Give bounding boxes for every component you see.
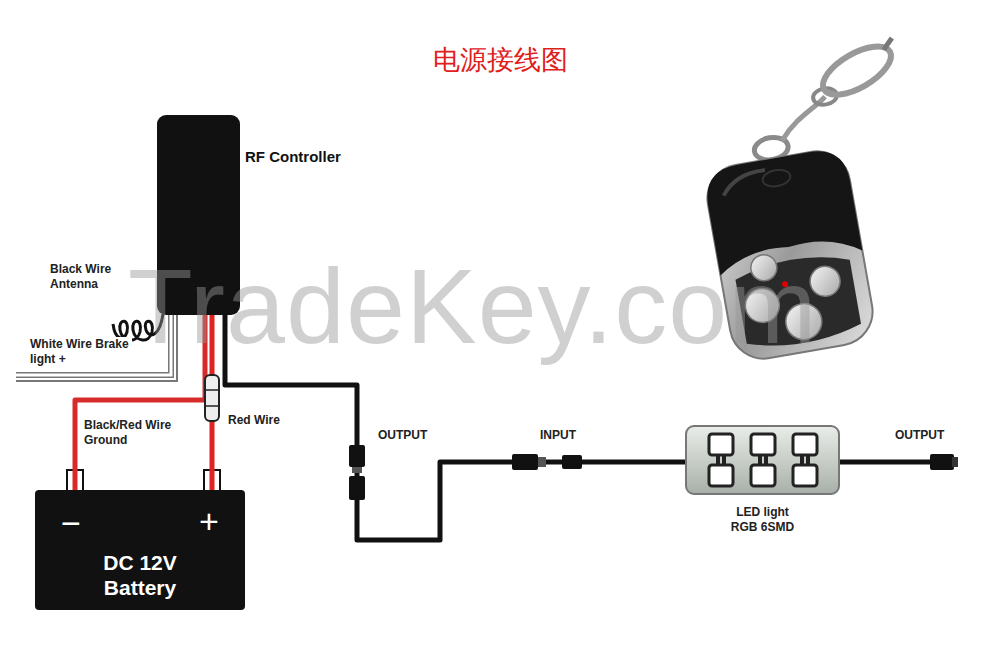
remote-key-fob: [702, 146, 878, 364]
brake-wire: [16, 314, 171, 375]
output-plug: [349, 476, 365, 500]
led-module-node: LED light RGB 6SMD: [685, 425, 840, 495]
terminal-sign: −: [61, 504, 81, 543]
led-output-plug: [930, 454, 954, 470]
brake-wire: [16, 314, 177, 381]
input-plug: [512, 454, 538, 470]
terminal-sign: +: [199, 502, 219, 541]
led-chip: [751, 465, 775, 486]
rf-controller-node: RF Controller: [157, 115, 240, 315]
diagram-title: 电源接线图: [0, 44, 1000, 76]
battery-terminal: [67, 470, 220, 492]
remote-key-fob: [882, 38, 894, 50]
led-module-body: [685, 425, 840, 495]
wire-label: Red Wire: [226, 413, 282, 428]
remote-key-fob: [761, 168, 791, 189]
led-output-plug: [952, 457, 958, 467]
led-pad: [806, 456, 810, 464]
remote-key-fob: [782, 281, 789, 288]
output-plug: [349, 445, 365, 500]
remote-key-fob: [743, 286, 782, 325]
inline-fuse: [205, 389, 219, 391]
led-pad: [716, 456, 720, 464]
remote-key-fob: [816, 37, 899, 104]
led-label: LED light RGB 6SMD: [725, 505, 800, 535]
remote-key-fob: [783, 301, 825, 343]
input-plug: [512, 454, 582, 470]
led-chips: [687, 427, 838, 493]
input-plug: [562, 455, 582, 469]
remote-key-fob: [734, 250, 863, 353]
brake-wire: [16, 314, 171, 375]
rf-controller-body: [157, 115, 240, 315]
remote-key-fob: [685, 35, 945, 364]
led-chip: [709, 434, 733, 455]
led-pad: [722, 456, 726, 464]
connector-label: OUTPUT: [376, 428, 429, 443]
input-plug: [538, 457, 546, 467]
led-pad: [800, 456, 804, 464]
wire-label: White Wire Brake light +: [28, 337, 132, 367]
wire-label: Black Wire Antenna: [48, 262, 134, 292]
led-pad: [764, 456, 768, 464]
connector-label: OUTPUT: [893, 428, 946, 443]
battery-label: DC 12V Battery: [75, 550, 205, 600]
led-output-plug: [840, 460, 934, 465]
wire-label: Black/Red Wire Ground: [82, 418, 204, 448]
output-plug: [349, 445, 365, 467]
connector-label: INPUT: [538, 428, 578, 443]
output-plug: [352, 467, 362, 473]
led-output-plug: [840, 454, 958, 470]
inline-fuse: [205, 375, 219, 421]
battery-node: − + DC 12V Battery: [35, 490, 245, 610]
output-wire: [225, 315, 685, 540]
led-chip: [793, 465, 817, 486]
led-chip: [709, 465, 733, 486]
controller-label: RF Controller: [245, 148, 341, 165]
remote-key-fob: [808, 264, 843, 299]
led-pad: [758, 456, 762, 464]
remote-key-fob: [749, 253, 779, 283]
inline-fuse: [205, 375, 219, 421]
remote-key-fob: [721, 170, 768, 196]
inline-fuse: [205, 405, 219, 407]
led-chip: [793, 434, 817, 455]
remote-key-fob: [702, 146, 862, 275]
brake-wire: [16, 314, 177, 381]
led-chip: [751, 434, 775, 455]
